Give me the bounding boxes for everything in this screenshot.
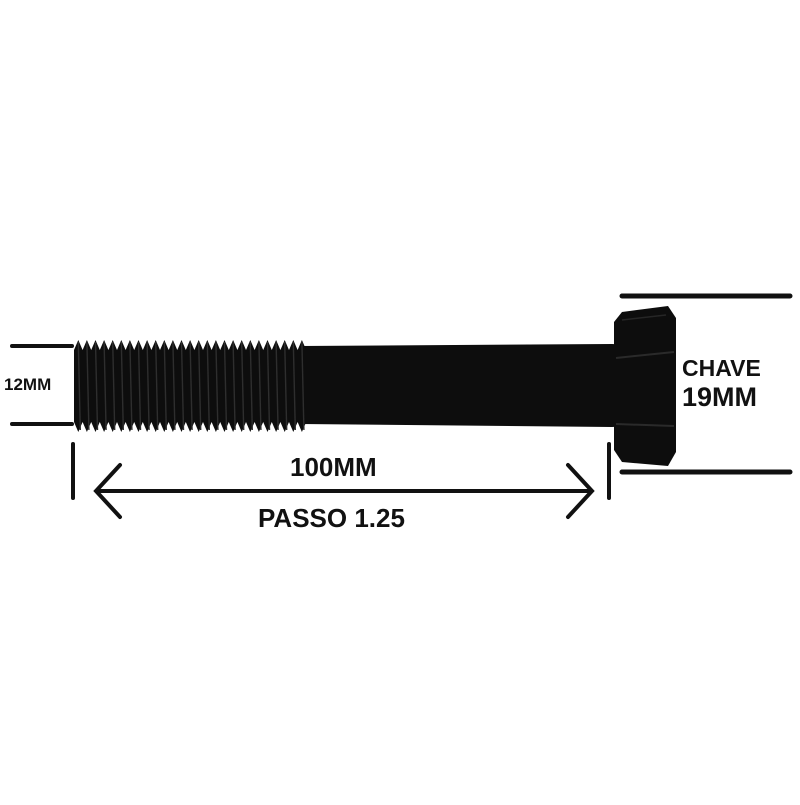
length-dimension	[71, 442, 611, 519]
thread-crest-line	[163, 341, 167, 431]
wrench-title: CHAVE	[682, 355, 761, 381]
pitch-label: PASSO 1.25	[258, 503, 405, 533]
thread-crest-line	[103, 341, 107, 431]
thread-crest-line	[241, 341, 245, 431]
thread-crest-line	[249, 341, 253, 431]
thread-crest-line	[292, 341, 296, 431]
thread-crest-line	[77, 341, 81, 431]
wrench-dimension	[619, 293, 793, 475]
thread-crest-line	[94, 341, 99, 431]
thread-crest-line	[129, 341, 133, 431]
thread-crest-line	[275, 341, 279, 431]
thread-crest-line	[223, 341, 228, 431]
length-arrow-right-head	[566, 463, 595, 519]
thread-crest-line	[284, 341, 288, 431]
wrench-size: 19MM	[682, 382, 758, 412]
thread-teeth-bottom	[74, 422, 307, 432]
thread-crest-line	[215, 341, 219, 431]
bolt-hex-head	[614, 306, 676, 466]
length-label: 100MM	[290, 452, 377, 482]
thread-crest-line	[232, 341, 236, 431]
thread-crest-line	[258, 341, 262, 431]
bolt-thread	[74, 340, 307, 432]
wrench-label: CHAVE 19MM	[682, 354, 761, 412]
thread-crest-line	[206, 341, 210, 431]
diameter-dimension	[10, 344, 74, 426]
thread-crest-line	[172, 341, 176, 431]
thread-crest-line	[180, 341, 185, 431]
thread-crest-line	[198, 341, 202, 431]
thread-crest-line	[112, 341, 116, 431]
thread-crest-line	[86, 341, 90, 431]
thread-crest-line	[155, 341, 159, 431]
thread-crest-line	[146, 341, 150, 431]
thread-crest-line	[189, 341, 193, 431]
length-arrow-left-head	[93, 463, 122, 519]
thread-crest-line	[137, 341, 142, 431]
thread-crest-line	[266, 341, 271, 431]
diameter-label: 12MM	[4, 375, 52, 394]
bolt-shank	[300, 344, 622, 427]
thread-crest-line	[301, 341, 305, 431]
thread-crest-line	[120, 341, 124, 431]
